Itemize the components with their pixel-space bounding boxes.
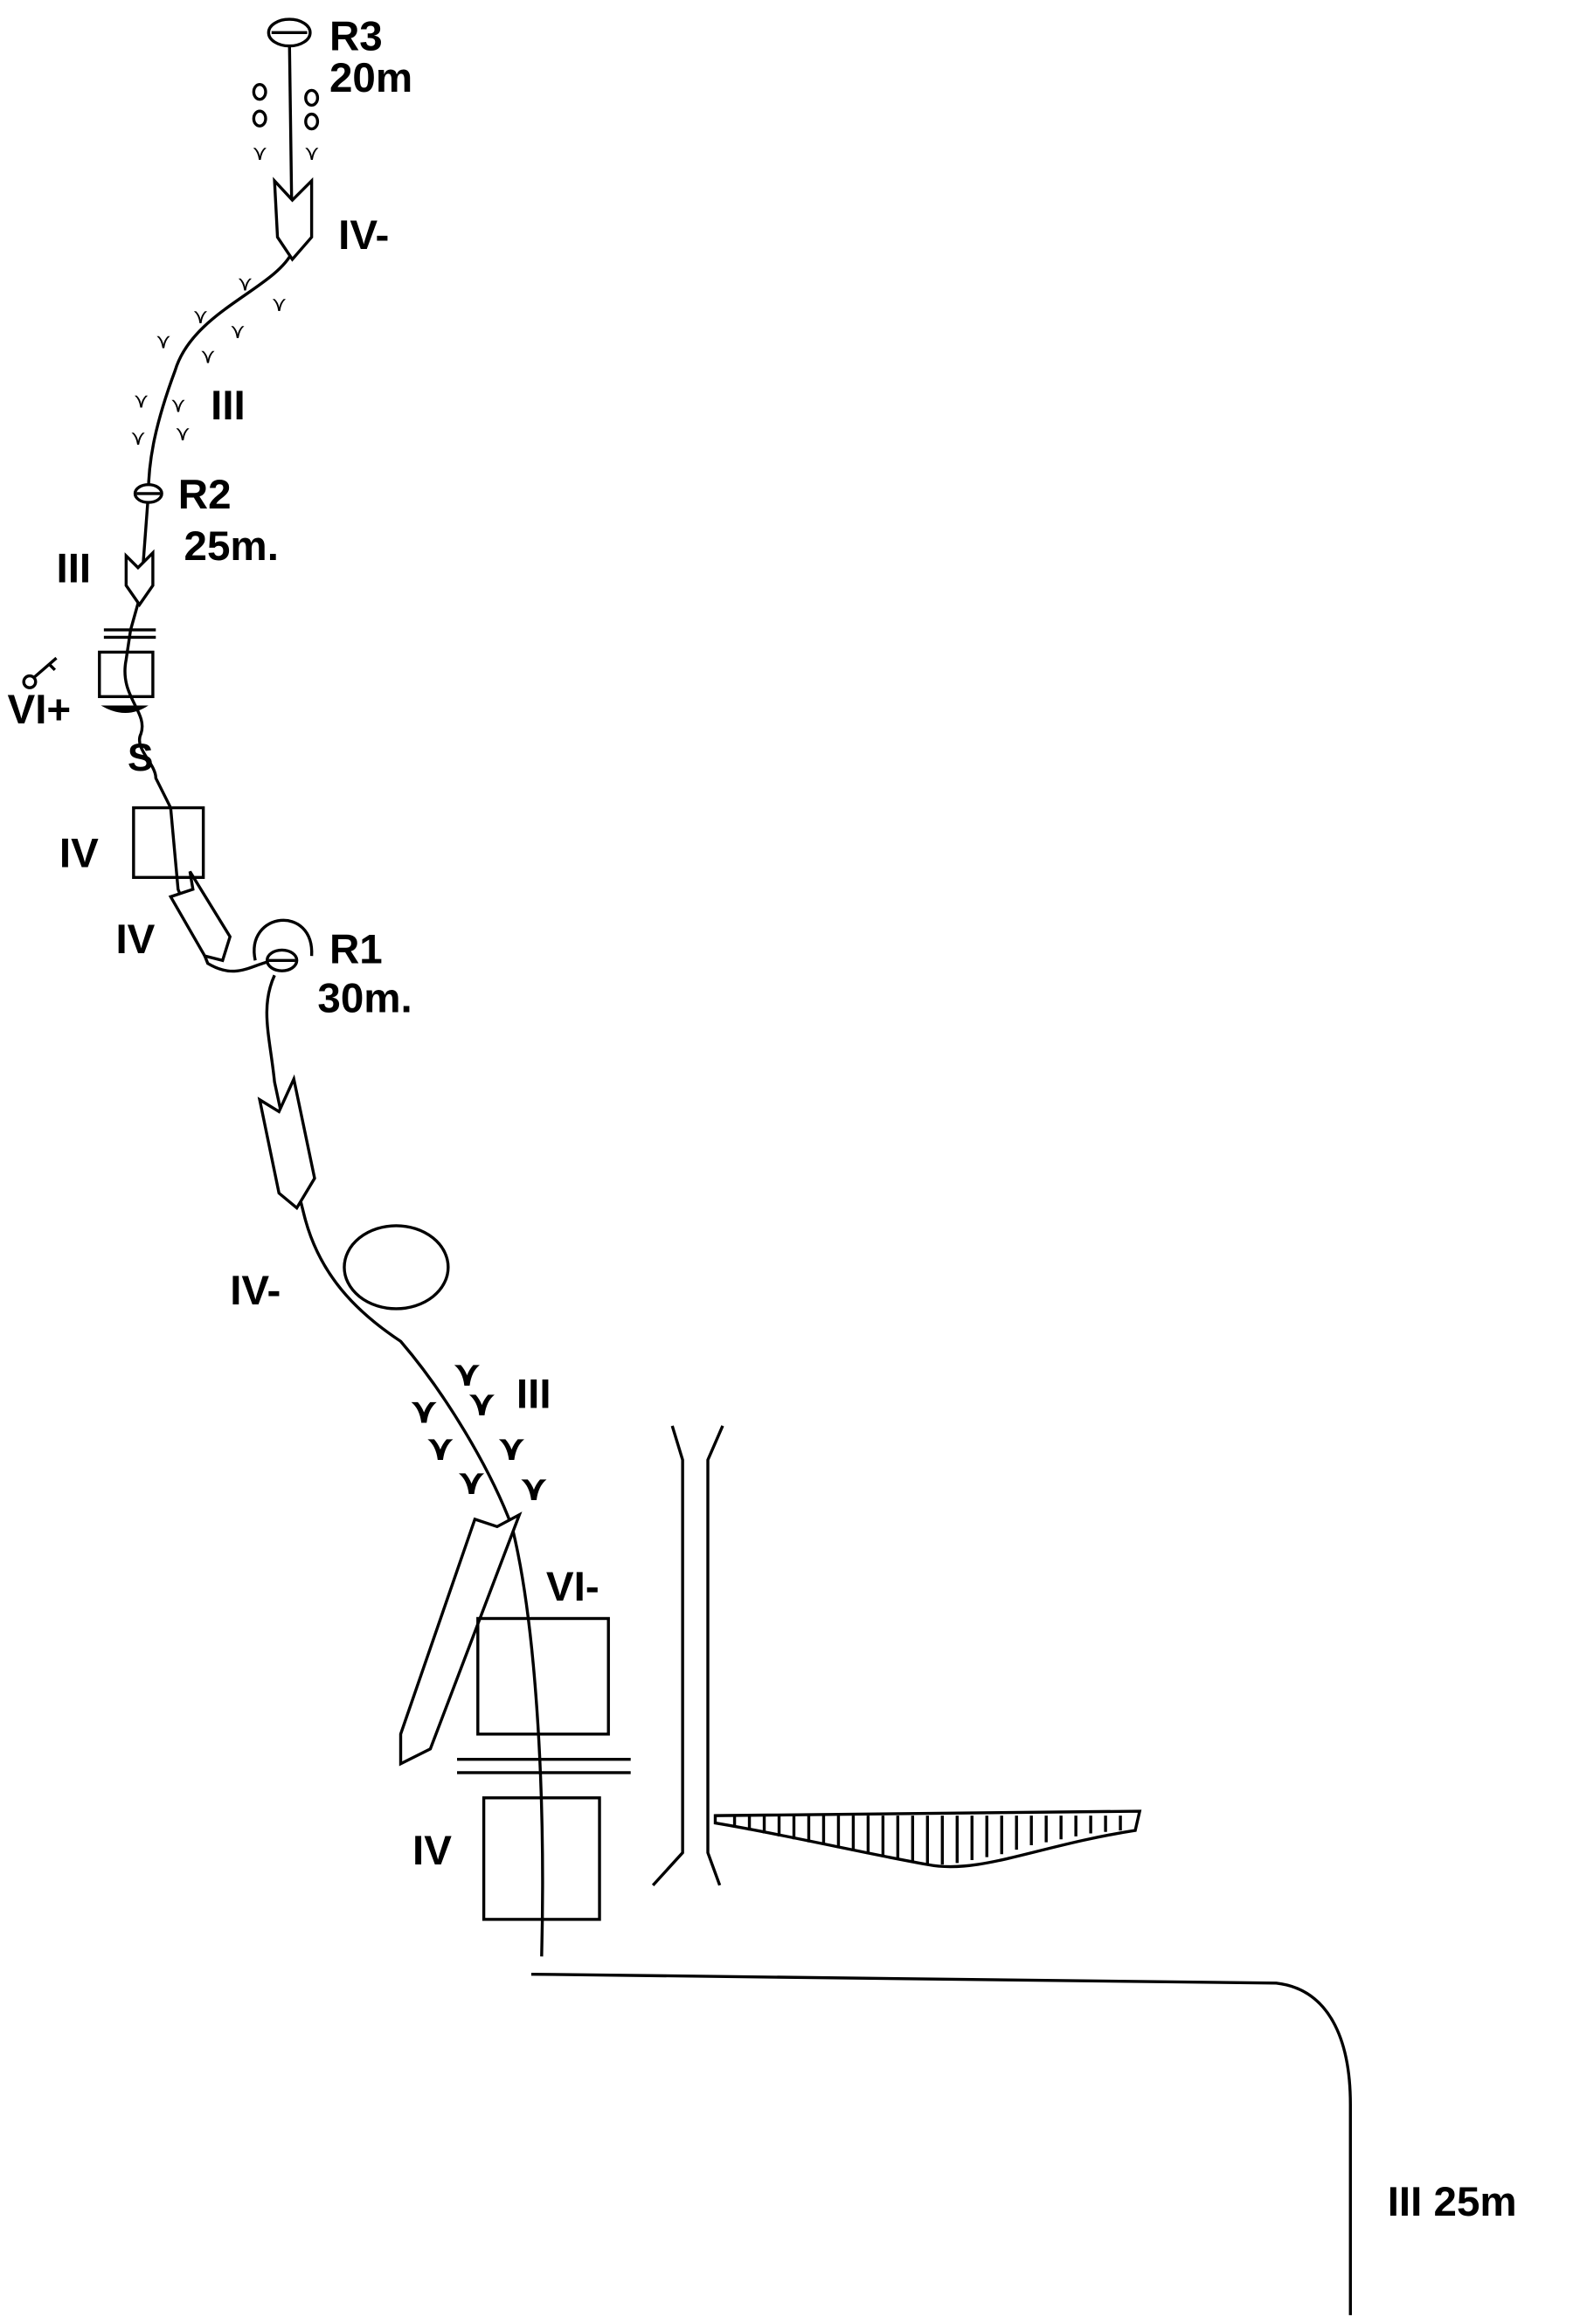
svg-text:⋎: ⋎ bbox=[497, 1427, 526, 1469]
svg-text:⋎: ⋎ bbox=[272, 292, 287, 316]
grade-label: III bbox=[516, 1372, 551, 1418]
chimney-icon bbox=[651, 1425, 724, 1886]
belay-r1-length: 30m. bbox=[317, 976, 412, 1022]
block-icon bbox=[132, 806, 205, 879]
r1-loop bbox=[253, 918, 314, 961]
svg-text:⋎: ⋎ bbox=[134, 389, 149, 413]
block-icon bbox=[476, 1616, 610, 1736]
belay-r3-label: R3 bbox=[329, 14, 383, 60]
svg-text:⋎: ⋎ bbox=[130, 425, 145, 450]
block-icon bbox=[482, 1796, 601, 1921]
block-icon bbox=[98, 650, 155, 699]
vegetation-icon: ⋎⋎⋎ ⋎⋎⋎⋎ bbox=[410, 1352, 549, 1509]
grade-label: VI- bbox=[546, 1564, 599, 1610]
approach-line bbox=[530, 1972, 1352, 2315]
belay-r1-icon bbox=[265, 948, 299, 972]
approach-grade-label: III 25m bbox=[1388, 2179, 1517, 2225]
grade-label: IV bbox=[115, 916, 155, 963]
grade-label: IV- bbox=[230, 1268, 281, 1314]
svg-text:⋎: ⋎ bbox=[253, 141, 267, 165]
dihedral-arrow-icon bbox=[168, 870, 232, 963]
bolt-icon: S bbox=[128, 737, 153, 779]
belay-r2-icon bbox=[133, 483, 163, 504]
grade-label: III bbox=[211, 383, 246, 429]
belay-r2-label: R2 bbox=[178, 472, 232, 518]
belay-r3-icon bbox=[267, 17, 312, 48]
svg-text:⋎: ⋎ bbox=[519, 1467, 548, 1509]
cave-icon bbox=[343, 1224, 450, 1311]
grade-label: IV bbox=[59, 830, 99, 876]
svg-text:⋎: ⋎ bbox=[230, 319, 245, 343]
svg-text:⋎: ⋎ bbox=[304, 141, 319, 165]
belay-r2-length: 25m. bbox=[184, 523, 279, 570]
key-icon bbox=[22, 656, 58, 689]
dihedral-arrow-icon bbox=[398, 1511, 523, 1767]
svg-text:⋎: ⋎ bbox=[175, 421, 190, 446]
svg-text:⋎: ⋎ bbox=[453, 1352, 482, 1394]
dihedral-arrow-icon bbox=[257, 1074, 316, 1211]
svg-text:⋎: ⋎ bbox=[457, 1461, 486, 1503]
grade-label: IV bbox=[412, 1828, 452, 1874]
belay-r1-label: R1 bbox=[329, 927, 383, 973]
roof-small-icon bbox=[100, 705, 149, 713]
dihedral-arrow-icon bbox=[273, 176, 314, 262]
grade-label: III bbox=[57, 546, 92, 592]
svg-text:⋎: ⋎ bbox=[170, 393, 185, 418]
svg-text:⋎: ⋎ bbox=[193, 304, 208, 329]
roof-overhang-icon bbox=[713, 1809, 1142, 1869]
svg-text:⋎: ⋎ bbox=[410, 1390, 439, 1432]
svg-text:⋎: ⋎ bbox=[468, 1382, 496, 1424]
loose-rock-icon bbox=[252, 83, 320, 131]
grade-label: IV- bbox=[338, 212, 389, 259]
vegetation-icon: ⋎ ⋎ ⋎ ⋎ ⋎ ⋎ ⋎ ⋎ ⋎ ⋎ ⋎ ⋎ bbox=[130, 141, 319, 450]
svg-text:⋎: ⋎ bbox=[238, 272, 253, 296]
svg-text:⋎: ⋎ bbox=[426, 1427, 454, 1469]
grade-label: VI+ bbox=[7, 687, 71, 733]
dihedral-arrow-icon bbox=[124, 549, 155, 608]
belay-r3-length: 20m bbox=[329, 55, 412, 101]
svg-text:⋎: ⋎ bbox=[200, 344, 215, 369]
svg-text:⋎: ⋎ bbox=[156, 329, 170, 354]
